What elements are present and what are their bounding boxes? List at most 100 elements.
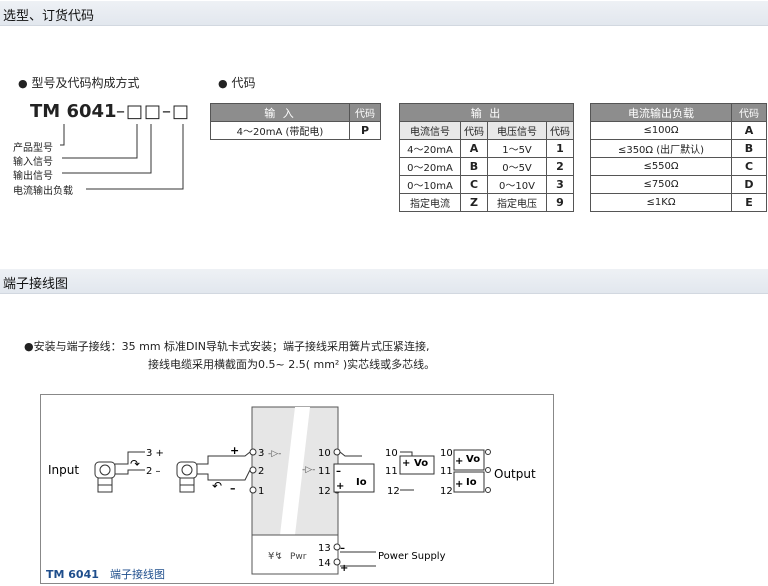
- input-label: Input: [48, 463, 79, 477]
- out1-terminal-12: 12: [387, 486, 400, 497]
- current-loop-arrow-icon: ↷: [130, 457, 140, 471]
- cell: 0～10mA: [399, 175, 461, 194]
- output-table-title: 输 出: [399, 103, 574, 122]
- install-note-line1: ●安装与端子接线：35 mm 标准DIN导轨卡式安装；端子接线采用簧片式压紧连接…: [24, 340, 430, 353]
- transmitter-icon-b: [176, 461, 198, 493]
- out2-terminal-10: 10: [440, 448, 453, 459]
- input-signal-cell: 4～20mA (带配电): [210, 121, 350, 140]
- cell: 3: [546, 175, 574, 194]
- terminal-3: 3: [258, 448, 264, 459]
- signal-arrow-left: -▷-: [268, 449, 281, 459]
- terminal-1: 1: [258, 486, 264, 497]
- terminal-10: 10: [318, 448, 331, 459]
- table-row: 0～10mA C 0～10V 3: [399, 175, 574, 194]
- sensor-terminal-2: 2 –: [146, 466, 161, 477]
- output-header-code: 代码: [460, 121, 488, 140]
- bullet-icon: ●: [24, 340, 34, 353]
- wiring-diagram: -▷- -▷- ¥↯ Pwr 3 2 1 10 11 12 13 14 Inpu…: [40, 394, 554, 584]
- sensor-terminal-3: 3 +: [146, 448, 164, 459]
- terminal-2: 2: [258, 466, 264, 477]
- cell: B: [460, 157, 488, 176]
- cell: ≤750Ω: [590, 175, 732, 194]
- terminal-14: 14: [318, 558, 331, 569]
- cell: Z: [460, 193, 488, 212]
- out1-terminal-11: 11: [385, 466, 398, 477]
- vo-plus: +: [402, 458, 410, 469]
- table-row: 4～20mA (带配电) P: [210, 121, 381, 140]
- output-header-voltage: 电压信号: [487, 121, 547, 140]
- cell: 4～20mA: [399, 139, 461, 158]
- caption-text: 端子接线图: [110, 567, 165, 581]
- load-table-code-header: 代码: [731, 103, 767, 122]
- cell: 指定电压: [487, 193, 547, 212]
- io2-plus: +: [455, 479, 463, 490]
- out1-terminal-10: 10: [385, 448, 398, 459]
- transmitter-icon-a: [94, 461, 116, 493]
- power-plus: +: [340, 563, 348, 574]
- module-isolation-stripe: [280, 407, 310, 535]
- model-pattern: –□□–□: [116, 101, 191, 122]
- model-code-heading: ● 型号及代码构成方式: [18, 76, 140, 90]
- section-header-wiring: 端子接线图: [0, 269, 768, 294]
- cell: ≤550Ω: [590, 157, 732, 176]
- cell: 9: [546, 193, 574, 212]
- input-table-title: 输 入: [210, 103, 350, 122]
- cell: E: [731, 193, 767, 212]
- cell: 2: [546, 157, 574, 176]
- input-code-table: 输 入 代码 4～20mA (带配电) P: [210, 103, 381, 140]
- codes-heading: ● 代码: [218, 76, 256, 90]
- led-icon: ¥↯: [268, 551, 283, 562]
- vo2-plus: +: [455, 456, 463, 467]
- table-row: 0～20mA B 0～5V 2: [399, 157, 574, 176]
- output-header-current: 电流信号: [399, 121, 461, 140]
- cell: C: [731, 157, 767, 176]
- section-header-selection: 选型、订货代码: [0, 1, 768, 26]
- input-table-code-header: 代码: [349, 103, 381, 122]
- output-label: Output: [494, 467, 536, 481]
- output-header-code: 代码: [546, 121, 574, 140]
- table-row: ≤350Ω (出厂默认)B: [590, 139, 767, 158]
- caption-model: TM 6041: [46, 568, 99, 581]
- pwr-label: Pwr: [290, 552, 307, 562]
- terminal-12: 12: [318, 486, 331, 497]
- bullet-icon: ●: [218, 77, 228, 90]
- output-code-table: 输 出 电流信号 代码 电压信号 代码 4～20mA A 1～5V 1 0～20…: [399, 103, 574, 212]
- signal-arrow-right: -▷-: [302, 465, 315, 475]
- io-label: Io: [356, 477, 367, 488]
- install-note-line2: 接线电缆采用横截面为0.5~ 2.5( mm² )实芯线或多芯线。: [148, 358, 436, 371]
- label-product-model: 产品型号: [13, 143, 53, 154]
- io2-label: Io: [466, 477, 477, 488]
- io-minus: –: [336, 466, 341, 477]
- table-row: 4～20mA A 1～5V 1: [399, 139, 574, 158]
- cell: 指定电流: [399, 193, 461, 212]
- model-code-brackets: [60, 124, 184, 190]
- minus-sign: –: [230, 482, 236, 495]
- cell: B: [731, 139, 767, 158]
- terminal-11: 11: [318, 466, 331, 477]
- terminal-13: 13: [318, 543, 331, 554]
- label-output-load: 电流输出负载: [13, 186, 73, 197]
- vo-label: Vo: [414, 458, 428, 469]
- out2-terminal-12: 12: [440, 486, 453, 497]
- table-row: 指定电流 Z 指定电压 9: [399, 193, 574, 212]
- cell: 1～5V: [487, 139, 547, 158]
- cell: A: [731, 121, 767, 140]
- io-plus: +: [336, 481, 344, 492]
- module-power-section: [251, 534, 339, 575]
- input-code-cell: P: [349, 121, 381, 140]
- load-table-title: 电流输出负载: [590, 103, 732, 122]
- vo2-label: Vo: [466, 454, 480, 465]
- power-minus: –: [340, 543, 345, 554]
- cell: 0～5V: [487, 157, 547, 176]
- cell: ≤100Ω: [590, 121, 732, 140]
- section-title: 选型、订货代码: [3, 9, 95, 24]
- label-output-signal: 输出信号: [13, 171, 53, 182]
- cell: 0～10V: [487, 175, 547, 194]
- bullet-icon: ●: [18, 77, 28, 90]
- cell: C: [460, 175, 488, 194]
